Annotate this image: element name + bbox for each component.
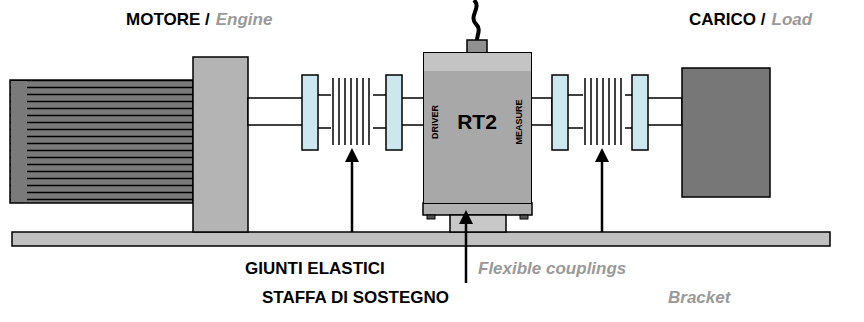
motor-stripes-mask	[11, 81, 27, 202]
motor-body	[10, 80, 193, 203]
signal-cable	[473, 0, 478, 42]
coupling-disc	[302, 75, 318, 150]
port-label: DRIVER	[430, 104, 440, 138]
coupling-bellows	[583, 78, 625, 145]
part-label-en: Load	[772, 10, 813, 30]
screw	[520, 215, 528, 219]
device-name: RT2	[457, 110, 497, 134]
part-label: MOTORE /	[126, 10, 210, 30]
part-label-en: Bracket	[668, 288, 730, 308]
sensor-base-plate	[423, 203, 532, 215]
base-plate	[12, 232, 830, 246]
coupling-disc	[632, 75, 648, 150]
part-label: GIUNTI ELASTICI	[245, 259, 385, 279]
coupling-bellows	[331, 78, 373, 145]
part-label-en: Engine	[216, 10, 273, 30]
torque-sensor-box: DRIVER RT2 MEASURE	[423, 52, 532, 204]
coupling-disc	[552, 75, 568, 150]
port-label: MEASURE	[514, 99, 524, 144]
coupling-disc	[386, 75, 402, 150]
shaft	[248, 98, 304, 125]
part-label: STAFFA DI SOSTEGNO	[262, 288, 449, 308]
part-label: CARICO /	[689, 10, 766, 30]
shaft	[530, 98, 552, 125]
load-block	[682, 68, 770, 197]
shaft	[400, 98, 425, 125]
motor-flange	[193, 57, 248, 232]
part-label-en: Flexible couplings	[478, 259, 626, 279]
support-bracket	[450, 215, 506, 232]
shaft	[646, 98, 682, 125]
screw	[427, 215, 435, 219]
